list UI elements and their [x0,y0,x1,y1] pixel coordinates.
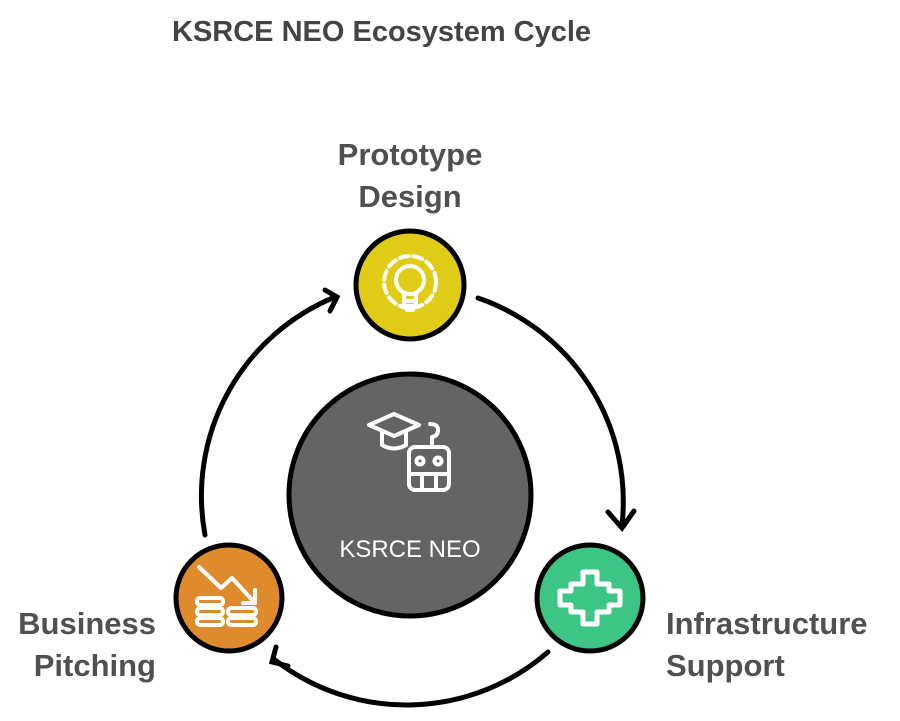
label-business-pitching: Business Pitching [4,603,156,687]
coins-decline-icon [195,565,258,627]
arrowhead-icon [268,644,291,669]
network-cross-icon [557,569,623,627]
label-line: Support [666,648,785,683]
arrowhead-icon [322,287,341,314]
label-prototype-design: Prototype Design [300,134,520,218]
arrow-infrastructure-to-pitching [272,649,551,708]
arrow-pitching-to-design [198,294,338,538]
arrowhead-icon [605,508,637,533]
arrow-design-to-infrastructure [475,295,626,528]
label-line: Business [18,606,156,641]
lightbulb-gear-icon [382,254,438,312]
label-line: Prototype [337,137,483,172]
label-line: Design [358,179,462,214]
label-line: Infrastructure [666,606,868,641]
label-line: Pitching [33,648,156,683]
node-infrastructure-support[interactable] [534,542,646,654]
center-circle [286,371,534,619]
label-infrastructure-support: Infrastructure Support [666,603,868,687]
node-business-pitching[interactable] [173,542,285,654]
graduation-cap-robot-icon [367,412,451,492]
center-label: KSRCE NEO [339,536,480,563]
diagram-title: KSRCE NEO Ecosystem Cycle [172,16,592,48]
node-prototype-design[interactable] [353,228,467,342]
